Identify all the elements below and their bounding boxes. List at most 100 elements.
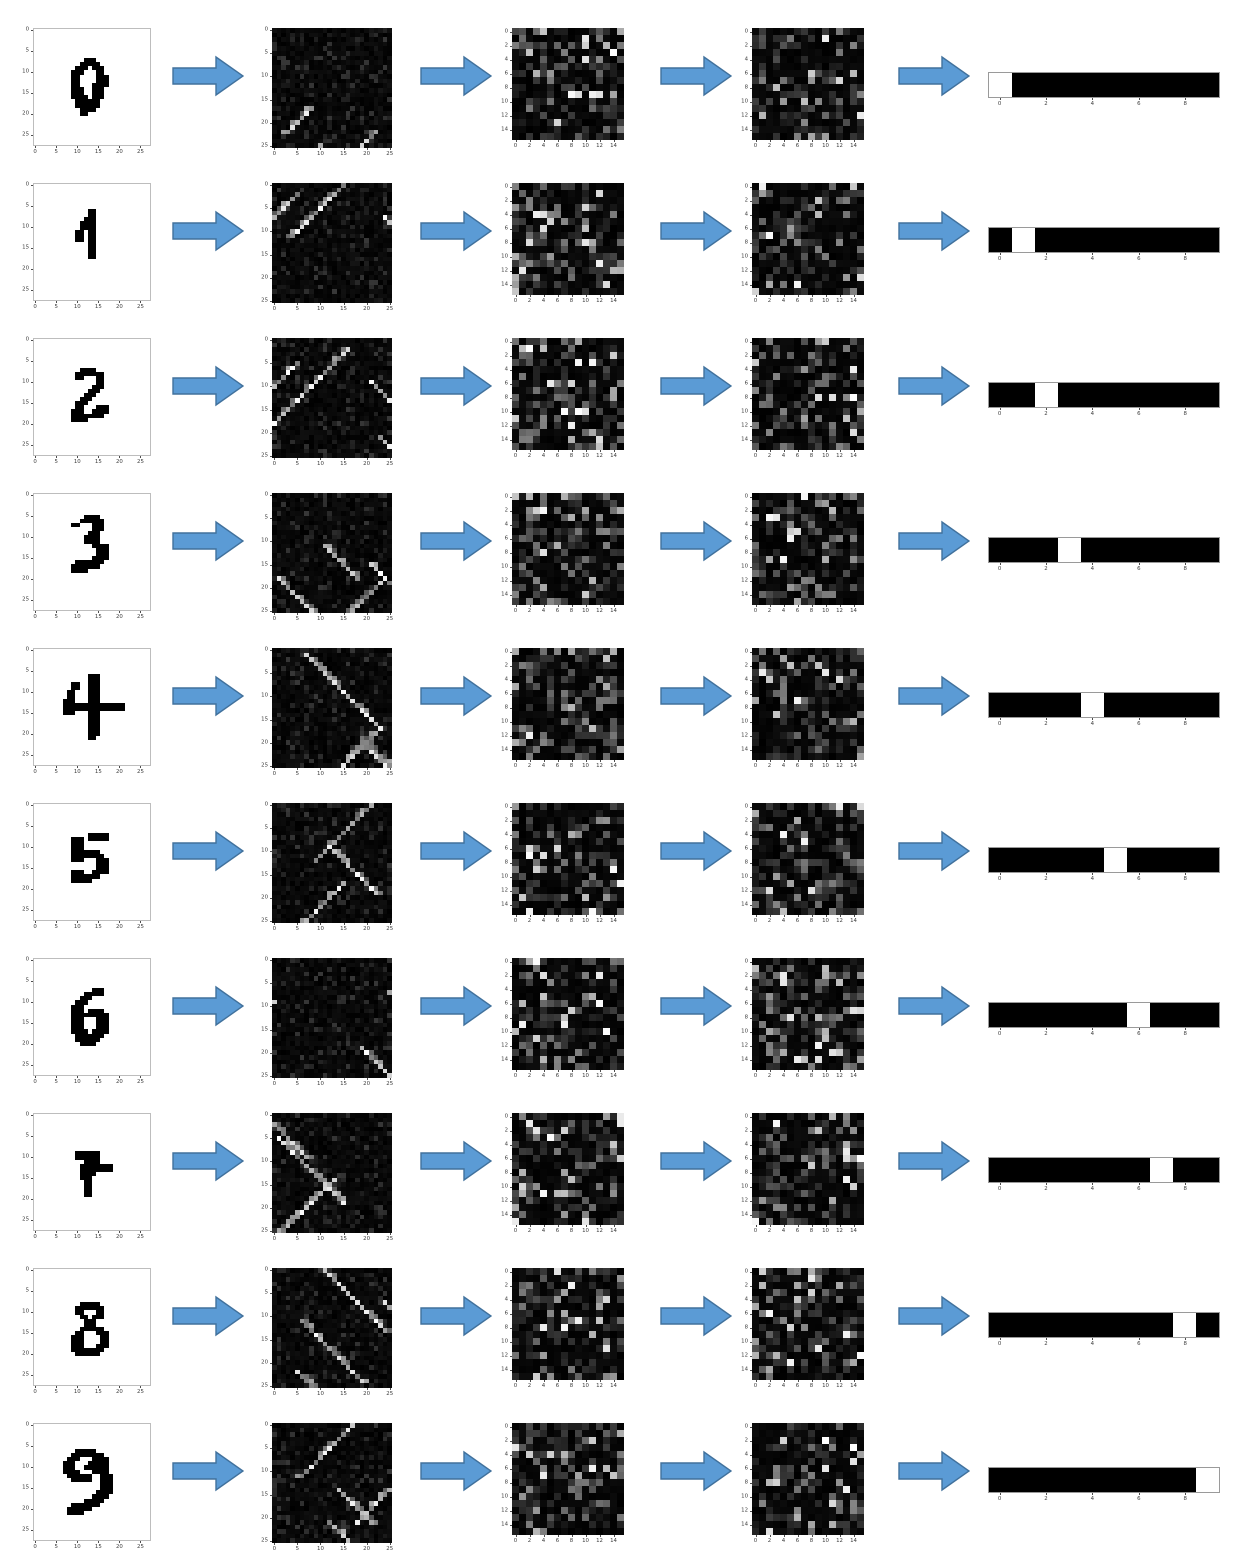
axis-tick-mark [783, 1070, 785, 1072]
x-tick-label: 20 [116, 1389, 123, 1395]
axis-tick-mark [1046, 563, 1047, 565]
x-tick-label: 4 [542, 1228, 545, 1234]
x-tick-label: 25 [137, 149, 144, 155]
axis-tick-mark [750, 834, 752, 836]
x-tick-label: 15 [95, 1389, 102, 1395]
axis-tick-mark [510, 1299, 512, 1301]
y-tick-label: 2 [730, 42, 748, 48]
y-tick-label: 25 [11, 597, 29, 603]
axis-tick-mark [750, 651, 752, 653]
y-tick-label: 25 [250, 142, 268, 148]
x-tick-label: 14 [850, 143, 857, 149]
axis-tick-mark [510, 1003, 512, 1005]
x-tick-label: 5 [54, 924, 57, 930]
y-tick-label: 15 [11, 710, 29, 716]
featuremap-grid [512, 958, 624, 1070]
y-tick-label: 14 [730, 901, 748, 907]
y-tick-label: 5 [250, 1290, 268, 1296]
axis-tick-mark [585, 295, 587, 297]
axis-tick-mark [839, 295, 841, 297]
x-tick-label: 8 [570, 143, 573, 149]
x-tick-label: 4 [1091, 721, 1094, 727]
axis-tick-mark [510, 749, 512, 751]
onehot-cell [1150, 1003, 1173, 1027]
axis-tick-mark [510, 1158, 512, 1160]
axis-tick-mark [119, 1231, 121, 1233]
axis-tick-mark [750, 369, 752, 371]
onehot-cell [989, 228, 1012, 252]
x-tick-label: 2 [528, 453, 531, 459]
x-tick-label: 15 [340, 926, 347, 932]
y-tick-label: 2 [730, 972, 748, 978]
x-tick-label: 10 [317, 151, 324, 157]
y-tick-label: 5 [250, 515, 268, 521]
axis-tick-mark [35, 1386, 37, 1388]
axis-tick-mark [599, 760, 601, 762]
featuremap-grid [272, 28, 392, 148]
axis-tick-mark [31, 135, 33, 137]
y-tick-label: 6 [490, 845, 508, 851]
axis-tick-mark [98, 301, 100, 303]
axis-tick-mark [599, 450, 601, 452]
axis-tick-mark [270, 254, 272, 256]
axis-tick-mark [274, 303, 276, 305]
axis-tick-mark [1046, 98, 1047, 100]
axis-tick-mark [1092, 718, 1094, 720]
axis-tick-mark [270, 1471, 272, 1473]
x-tick-label: 8 [810, 918, 813, 924]
flow-arrow-icon [660, 675, 733, 721]
x-tick-label: 6 [556, 1383, 559, 1389]
y-tick-label: 14 [730, 1056, 748, 1062]
y-tick-label: 0 [730, 183, 748, 189]
axis-tick-mark [389, 768, 391, 770]
axis-tick-mark [510, 1172, 512, 1174]
x-tick-label: 8 [570, 298, 573, 304]
axis-tick-mark [1138, 1028, 1140, 1030]
y-tick-label: 6 [730, 1310, 748, 1316]
y-tick-label: 14 [730, 436, 748, 442]
digit-bitmap [34, 1269, 150, 1385]
x-tick-label: 0 [754, 763, 757, 769]
axis-tick-mark [270, 1115, 272, 1117]
axis-tick-mark [510, 989, 512, 991]
axis-tick-mark [999, 563, 1001, 565]
x-tick-label: 25 [386, 1081, 393, 1087]
onehot-bar [988, 72, 1220, 98]
x-tick-label: 20 [363, 151, 370, 157]
axis-tick-mark [1138, 253, 1140, 255]
axis-tick-mark [31, 1509, 33, 1511]
onehot-cell [1104, 383, 1127, 407]
axis-tick-mark [1138, 1183, 1140, 1185]
x-tick-label: 4 [782, 763, 785, 769]
x-tick-label: 14 [610, 453, 617, 459]
axis-tick-mark [510, 256, 512, 258]
y-tick-label: 12 [730, 732, 748, 738]
axis-tick-mark [140, 921, 142, 923]
y-tick-label: 2 [490, 1282, 508, 1288]
axis-tick-mark [77, 921, 79, 923]
axis-tick-mark [853, 450, 855, 452]
onehot-cell [1127, 1003, 1150, 1027]
x-tick-label: 2 [768, 1383, 771, 1389]
y-tick-label: 20 [11, 1196, 29, 1202]
axis-tick-mark [56, 146, 58, 148]
x-tick-label: 5 [54, 304, 57, 310]
axis-tick-mark [839, 605, 841, 607]
x-tick-label: 5 [296, 306, 299, 312]
y-tick-label: 15 [250, 1491, 268, 1497]
y-tick-label: 4 [730, 1296, 748, 1302]
x-tick-label: 5 [54, 1079, 57, 1085]
axis-tick-mark [1185, 873, 1187, 875]
x-tick-label: 15 [95, 304, 102, 310]
axis-tick-mark [510, 1369, 512, 1371]
x-tick-label: 25 [386, 616, 393, 622]
onehot-cell [1173, 538, 1196, 562]
x-tick-label: 0 [754, 1538, 757, 1544]
x-tick-label: 25 [137, 304, 144, 310]
x-tick-label: 25 [386, 771, 393, 777]
axis-tick-mark [750, 1285, 752, 1287]
y-tick-label: 8 [730, 704, 748, 710]
axis-tick-mark [270, 300, 272, 302]
